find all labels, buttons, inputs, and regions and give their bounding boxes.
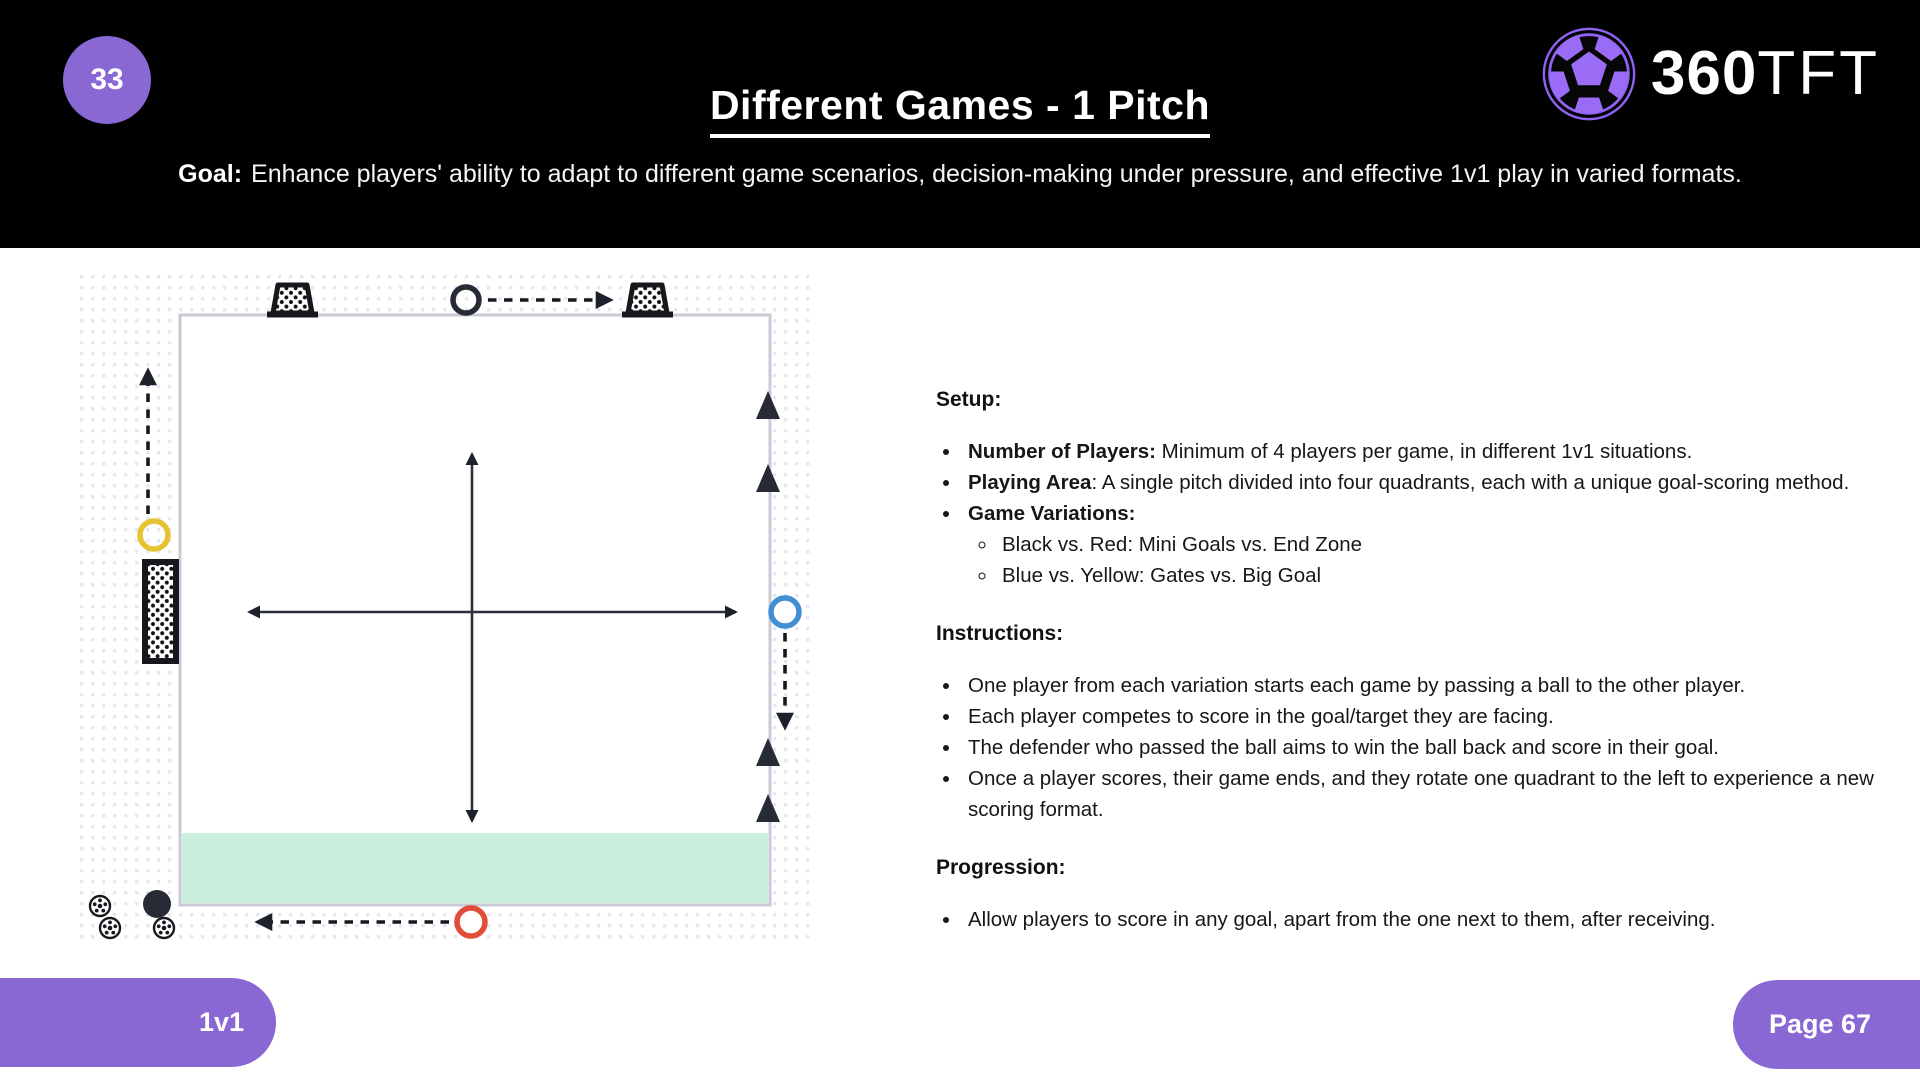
setup-list: Number of Players: Minimum of 4 players … [936,436,1876,591]
instructions-list: One player from each variation starts ea… [936,670,1876,825]
soccer-ball-3 [152,916,176,940]
soccer-ball-logo-icon [1542,27,1636,121]
blue-player-marker [768,595,802,629]
setup-item: Playing Area: A single pitch divided int… [962,467,1876,498]
setup-item: Number of Players: Minimum of 4 players … [962,436,1876,467]
page-header: 33 Different Games - 1 Pitch Goal: Enhanc… [0,0,1920,248]
lesson-number-badge: 33 [63,36,151,124]
pitch-outline [178,313,772,907]
drill-tag-pill: 1v1 [0,978,276,1067]
instruction-item: One player from each variation starts ea… [962,670,1876,701]
big-goal [142,559,179,664]
drill-tag: 1v1 [198,1007,244,1037]
mini-goal-right [622,282,673,318]
end-zone [182,833,768,903]
brand-name-360: 360 [1650,39,1758,108]
setup-item: Game Variations: Black vs. Red: Mini Goa… [962,498,1876,591]
variation-item: Blue vs. Yellow: Gates vs. Big Goal [998,560,1876,591]
page-number-pill: Page 67 [1733,980,1920,1069]
brand-name-tft: TFT [1757,39,1880,108]
cone-triangle-2 [756,464,780,492]
goal-label: Goal: [178,160,243,188]
progression-list: Allow players to score in any goal, apar… [936,904,1876,935]
goal-text: Enhance players' ability to adapt to dif… [251,160,1742,188]
instruction-item: The defender who passed the ball aims to… [962,732,1876,763]
cone-triangle-4 [756,794,780,822]
progression-heading: Progression: [936,856,1066,879]
brand-name: 360TFT [1651,26,1880,122]
setup-heading: Setup: [936,388,1002,411]
cone-triangle-3 [756,738,780,766]
yellow-player-marker [137,518,171,552]
page-number: Page 67 [1769,1009,1872,1039]
soccer-ball-2 [98,916,122,940]
page-title: Different Games - 1 Pitch [709,82,1211,138]
ball-black [143,890,171,918]
cone-triangle-1 [756,391,780,419]
soccer-ball-1 [88,894,112,918]
pitch-diagram [77,272,817,944]
session-details: Setup: Number of Players: Minimum of 4 p… [936,384,1876,962]
red-player-marker [454,905,488,939]
game-variations-list: Black vs. Red: Mini Goals vs. End Zone B… [968,529,1876,591]
brand-logo: 360TFT [1541,26,1880,122]
instructions-heading: Instructions: [936,622,1064,645]
title-wrap: Different Games - 1 Pitch [0,82,1920,138]
instruction-item: Each player competes to score in the goa… [962,701,1876,732]
variation-item: Black vs. Red: Mini Goals vs. End Zone [998,529,1876,560]
goal-line: Goal: Enhance players' ability to adapt t… [0,160,1920,189]
mini-goal-left [267,282,318,318]
black-player-marker [450,284,482,316]
progression-item: Allow players to score in any goal, apar… [962,904,1876,935]
lesson-number: 33 [90,63,124,96]
instruction-item: Once a player scores, their game ends, a… [962,763,1876,825]
